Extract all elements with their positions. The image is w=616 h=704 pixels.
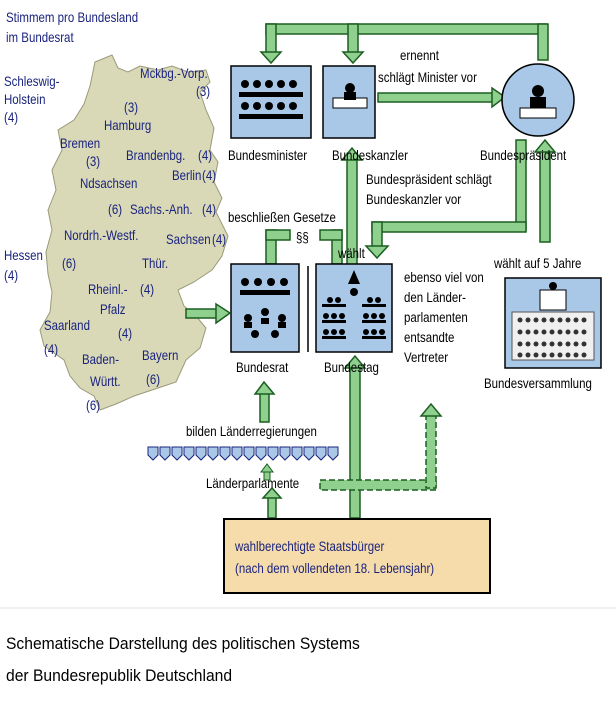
state-sachs-anh-votes: (4) (202, 201, 217, 217)
state-berlin-name: Berlin (172, 167, 202, 183)
arrow-citizen-bundestag (349, 365, 361, 519)
label-waehlt-5: wählt auf 5 Jahre (494, 255, 582, 271)
arrow-head-kanzler (341, 51, 365, 65)
state-nrw-votes: (6) (62, 255, 77, 271)
arrow-head-dashed (419, 402, 443, 417)
citizen-line2: (nach dem vollendeten 18. Lebensjahr) (235, 560, 435, 576)
state-bayern-name: Bayern (142, 347, 179, 363)
bundesrat-icon (240, 278, 290, 338)
ministers-icon (239, 80, 303, 119)
state-saarland-name: Saarland (44, 317, 90, 333)
state-baden-votes: (6) (86, 397, 101, 413)
arrow-map-bundesrat (185, 308, 219, 319)
state-thuer-votes: (4) (140, 281, 155, 297)
bundestag-label: Bundestag (324, 359, 379, 375)
label-ebenso-5: Vertreter (404, 349, 449, 365)
arrow-head-citizen-lp (261, 486, 283, 499)
state-rheinl-name2: Pfalz (100, 301, 126, 317)
state-nrw-name: Nordrh.-Westf. (64, 227, 139, 243)
state-hamburg-name: Hamburg (104, 117, 152, 133)
bundesrat-label: Bundesrat (236, 359, 289, 375)
label-ebenso-2: den Länder- (404, 289, 466, 305)
label-bp-schlaegt-1: Bundespräsident schlägt (366, 171, 492, 187)
arrow-head-ernennt (491, 86, 507, 109)
state-mckbg-vorp-votes: (3) (196, 83, 211, 99)
state-hessen-votes: (4) (4, 267, 19, 283)
arrow-gesetze (265, 229, 343, 265)
label-ebenso-3: parlamenten (404, 309, 468, 325)
state-brandenbg-name: Brandenbg. (126, 147, 186, 163)
caption-line2: der Bundesrepublik Deutschland (6, 666, 233, 685)
label-paragraph: §§ (296, 229, 309, 245)
citizen-line1: wahlberechtigte Staatsbürger (235, 538, 385, 554)
arrow-ernennt (377, 92, 495, 103)
map-title-line2: im Bundesrat (6, 29, 74, 45)
label-ebenso-1: ebenso viel von (404, 269, 484, 285)
state-schleswig-holstein-votes: (4) (4, 109, 19, 125)
label-beschliessen: beschließen Gesetze (228, 209, 336, 225)
state-brandenbg-votes: (4) (198, 147, 213, 163)
arrow-head-minister (259, 51, 283, 65)
state-berlin-votes: (4) (202, 167, 217, 183)
label-schlaegt-minister: schlägt Minister vor (378, 69, 477, 85)
caption-line1: Schematische Darstellung des politischen… (6, 634, 360, 653)
arrow-head-waehlt-kanzler (340, 146, 364, 161)
map-title-line1: Stimmem pro Bundesland (6, 9, 139, 25)
label-laenderparlamente: Länderparlamente (206, 475, 300, 491)
bundesminister-box (230, 65, 312, 139)
arrow-head-bv-bp (533, 138, 557, 153)
state-rheinl-votes: (4) (118, 325, 133, 341)
state-sachsen-name: Sachsen (166, 231, 211, 247)
bundesversammlung-label: Bundesversammlung (484, 375, 592, 391)
state-ndsachsen-votes: (6) (108, 201, 123, 217)
arrow-vorschlag (371, 139, 527, 249)
arrow-head-vorschlag (364, 245, 390, 260)
arrow-lr-bundesrat (259, 391, 270, 423)
laenderregierungen-shields (147, 446, 339, 461)
label-ernennt: ernennt (400, 47, 439, 63)
chancellor-icon (332, 83, 368, 109)
state-sachs-anh-name: Sachs.-Anh. (130, 201, 193, 217)
state-schleswig-holstein-name2: Holstein (4, 91, 46, 107)
arrow-head-lp-shields (260, 463, 274, 473)
bundespraesident-label: Bundespräsident (480, 147, 567, 163)
state-mckbg-vorp-name: Mckbg.-Vorp. (140, 65, 208, 81)
arrow-top-frame (265, 23, 549, 61)
state-hamburg-votes: (3) (124, 99, 139, 115)
state-baden-name2: Württ. (90, 373, 121, 389)
state-baden-name: Baden- (82, 351, 120, 367)
state-ndsachsen-name: Ndsachsen (80, 175, 138, 191)
label-bp-schlaegt-2: Bundeskanzler vor (366, 191, 462, 207)
state-schleswig-holstein-name: Schleswig- (4, 73, 60, 89)
state-bayern-votes: (6) (146, 371, 161, 387)
germany-map (39, 54, 229, 411)
arrow-citizen-lp (267, 495, 277, 519)
bundesminister-label: Bundesminister (228, 147, 308, 163)
state-rheinl-name: Rheinl.- (88, 281, 128, 297)
state-sachsen-votes: (4) (212, 231, 227, 247)
arrow-head-lr-bundesrat (253, 380, 276, 395)
arrow-head-citizen-bundestag (343, 354, 367, 369)
arrow-bv-bp (539, 149, 551, 243)
state-thuer-name: Thür. (142, 255, 169, 271)
state-bremen-name: Bremen (60, 135, 101, 151)
bundestag-icon (322, 270, 386, 339)
citizen-box: wahlberechtigte Staatsbürger (nach dem v… (223, 518, 491, 594)
arrow-head-map-bundesrat (215, 302, 232, 325)
state-bremen-votes: (3) (86, 153, 101, 169)
label-bilden: bilden Länderregierungen (186, 423, 317, 439)
state-saarland-votes: (4) (44, 341, 59, 357)
state-hessen-name: Hessen (4, 247, 43, 263)
bundesversammlung-icon (511, 282, 595, 361)
bundeskanzler-label: Bundeskanzler (332, 147, 408, 163)
label-waehlt: wählt (338, 245, 365, 261)
label-ebenso-4: entsandte (404, 329, 455, 345)
president-icon (519, 85, 557, 119)
